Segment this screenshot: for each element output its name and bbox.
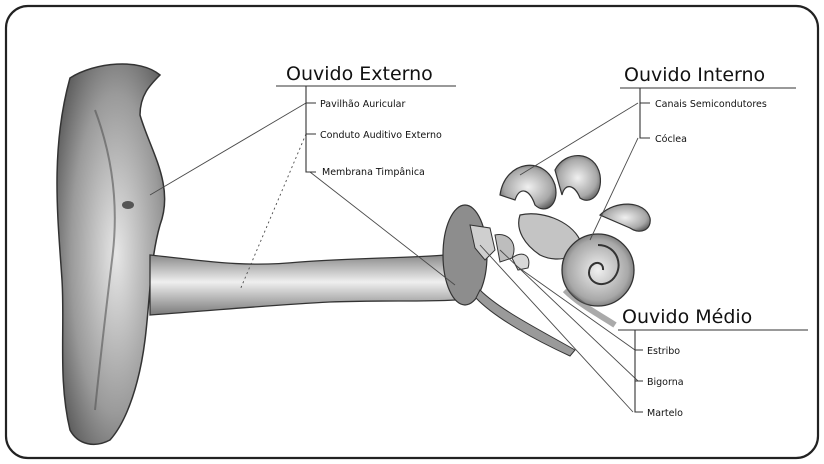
label-coclea: Cóclea <box>655 134 687 145</box>
label-bigorna: Bigorna <box>647 377 684 388</box>
label-canais-semicondutores: Canais Semicondutores <box>655 99 767 110</box>
label-membrana-timpanica: Membrana Timpânica <box>322 167 425 178</box>
label-conduto-auditivo-externo: Conduto Auditivo Externo <box>320 130 442 141</box>
group-title-interno: Ouvido Interno <box>624 64 765 86</box>
label-pavilhao-auricular: Pavilhão Auricular <box>320 99 405 110</box>
label-estribo: Estribo <box>647 346 680 357</box>
group-title-medio: Ouvido Médio <box>622 306 752 328</box>
group-title-externo: Ouvido Externo <box>286 63 433 85</box>
label-martelo: Martelo <box>647 408 683 419</box>
